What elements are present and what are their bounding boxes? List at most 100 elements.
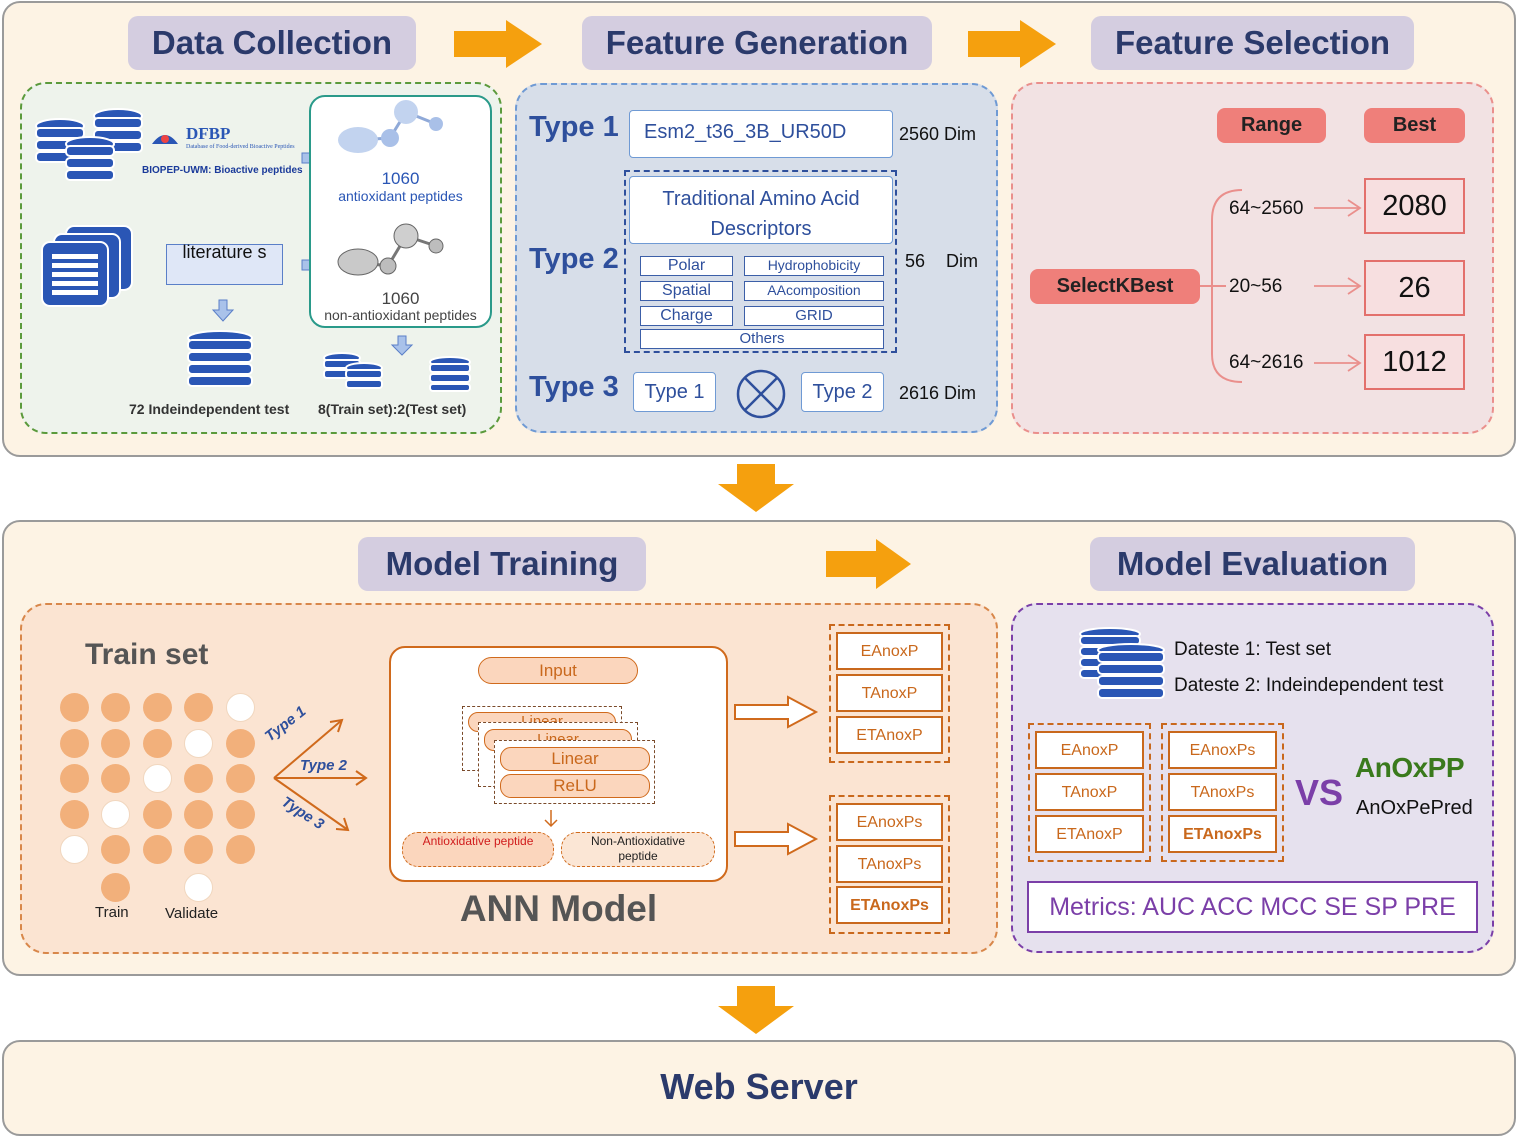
dataset-1-label: Dateste 1: Test set [1174,639,1332,660]
stage-feature-generation: Feature Generation [582,16,932,70]
dfbp-logo-icon [152,135,178,144]
competitor-anoxpepred: AnOxPePred [1356,797,1473,819]
arrow-down-icon [718,464,794,512]
model-etanoxp: ETAnoxP [836,716,943,754]
train-dot [184,764,213,793]
arrow-right-icon [454,20,542,68]
legend-train-dot [101,873,130,902]
model-tanoxps: TAnoxPs [836,845,943,883]
non-antioxidant-label: non-antioxidant peptides [324,307,477,323]
descriptor-aacomposition: AAcomposition [744,281,884,301]
train-dot [226,800,255,829]
non-antioxidant-count: 1060 [381,289,420,308]
antioxidant-label: antioxidant peptides [338,188,463,204]
model-etanoxps: ETAnoxPs [836,886,943,924]
linear-layer [500,747,650,771]
train-dot [226,835,255,864]
input-layer-label: Input [539,661,577,680]
literature-box [166,244,283,285]
stage-feature-selection: Feature Selection [1091,16,1414,70]
antioxidant-count: 1060 [381,169,420,188]
peptides-box [309,95,492,328]
molecule-icon [337,223,444,276]
train-dot [143,835,172,864]
train-dot [143,693,172,722]
arrow-right-icon [826,539,911,589]
vs-label: VS [1295,772,1344,813]
metrics-label: Metrics: AUC ACC MCC SE SP PRE [1049,893,1456,921]
legend-validate-dot [184,873,213,902]
type1-dim: 2560 Dim [899,124,977,144]
model-group-1 [829,624,950,763]
eval-tanoxps: TAnoxPs [1168,773,1277,811]
type-fan-arrows [273,718,368,832]
train-dot [143,729,172,758]
biopep-label: BIOPEP-UWM: Bioactive peptides [142,165,303,176]
selectkbest-label: SelectKBest [1030,269,1200,304]
type2-label: Type 2 [529,243,619,275]
train-dot [60,693,89,722]
train-dot [101,693,130,722]
best-2: 26 [1364,260,1465,316]
range-1: 64~2560 [1229,198,1304,219]
stage-model-evaluation: Model Evaluation [1090,537,1415,591]
output-non-antioxidative-label: Non-Antioxidative peptide [590,834,686,863]
type1-model-name: Esm2_t36_3B_UR50D [644,121,847,143]
dfbp-logo-text: DFBP [186,124,231,143]
train-dot [184,693,213,722]
database-icon [1079,627,1165,699]
dfbp-subtitle: Database of Food-derived Bioactive Pepti… [186,144,295,150]
legend-validate-label: Validate [165,905,219,922]
validate-dot [226,693,255,722]
train-dot [143,800,172,829]
relu-layer-label: ReLU [553,776,597,795]
train-dot [226,729,255,758]
eval-etanoxp: ETAnoxP [1035,815,1144,853]
descriptor-hydrophobicity: Hydrophobicity [744,256,884,276]
arrow-down-icon [544,810,558,828]
model-eanoxps: EAnoxPs [836,803,943,841]
type3-right-box [801,372,884,412]
output-antioxidative [402,832,554,867]
descriptor-spatial: Spatial [640,281,733,301]
database-icon [35,108,143,181]
best-1: 2080 [1364,178,1465,234]
validate-dot [60,835,89,864]
selection-branch-lines [1200,189,1362,383]
dataset-2-label: Dateste 2: Indeindependent test [1174,675,1444,696]
train-dot [184,800,213,829]
tensor-product-icon [736,369,786,419]
range-header: Range [1217,108,1326,143]
train-dot [101,729,130,758]
literature-label: literature s [182,242,267,262]
ann-model-title: ANN Model [459,888,658,929]
type3-left-label: Type 1 [644,381,705,403]
type3-right-label: Type 2 [812,381,873,403]
fan-type2-label: Type 2 [300,757,347,774]
type1-label: Type 1 [529,111,619,143]
type2-title-box [629,176,893,244]
eval-eanoxps: EAnoxPs [1168,731,1277,769]
competitor-anoxpp: AnOxPP [1355,752,1465,783]
arrow-right-outline-icon [734,822,819,856]
type2-dim-num: 56 [905,251,926,271]
metrics-box [1027,881,1478,933]
train-dot [60,729,89,758]
type1-box [629,110,893,158]
web-server-title: Web Server [660,1066,858,1107]
model-tanoxp: TAnoxP [836,674,943,712]
web-server-panel [2,1040,1516,1136]
descriptor-grid: GRID [744,306,884,326]
eval-eanoxp: EAnoxP [1035,731,1144,769]
type3-label: Type 3 [529,371,619,403]
range-2: 20~56 [1229,276,1283,297]
arrow-down-icon [211,299,235,322]
validate-dot [184,729,213,758]
type2-dashed-group [624,170,897,353]
eval-etanoxps: ETAnoxPs [1168,815,1277,853]
validate-dot [143,764,172,793]
train-dot [184,835,213,864]
model-eanoxp: EAnoxP [836,632,943,670]
model-group-2 [829,795,950,934]
train-dot [101,764,130,793]
